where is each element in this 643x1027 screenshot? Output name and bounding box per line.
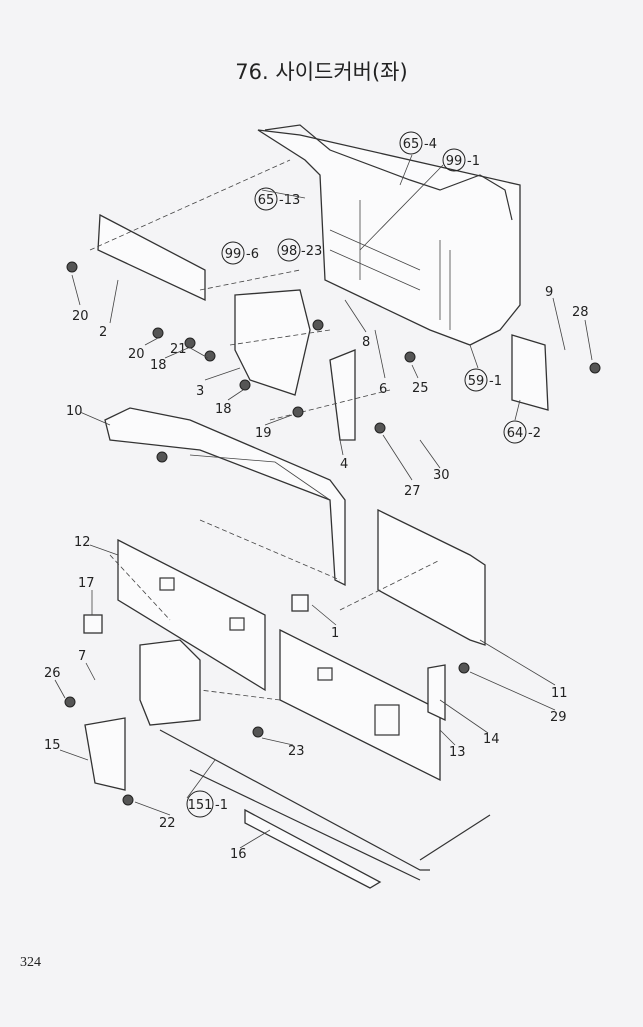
svg-text:-13: -13 bbox=[279, 193, 300, 208]
label: 13 bbox=[449, 745, 466, 760]
svg-text:59: 59 bbox=[468, 374, 485, 389]
callout-64-2: 64 -2 bbox=[503, 420, 541, 444]
page-number: 324 bbox=[20, 955, 41, 970]
svg-text:99: 99 bbox=[225, 247, 242, 262]
label: 19 bbox=[255, 426, 272, 441]
diagram-title: 76. 사이드커버(좌) bbox=[235, 60, 408, 84]
side-panel-12 bbox=[117, 538, 266, 692]
screw-icon bbox=[122, 794, 134, 806]
label: 8 bbox=[362, 335, 370, 350]
label: 17 bbox=[78, 576, 95, 591]
screw-icon bbox=[252, 726, 264, 738]
screw-icon bbox=[292, 406, 304, 418]
screw-icon bbox=[374, 422, 386, 434]
screw-icon bbox=[312, 319, 324, 331]
mount-block-151-1 bbox=[139, 639, 201, 726]
part-labels: 20 2 20 18 21 3 18 8 6 25 9 28 10 19 4 2… bbox=[44, 285, 589, 862]
svg-text:-6: -6 bbox=[246, 247, 259, 262]
screw-icon bbox=[152, 327, 164, 339]
label: 12 bbox=[74, 535, 91, 550]
svg-text:65: 65 bbox=[258, 193, 275, 208]
label: 7 bbox=[78, 649, 86, 664]
side-panel-11 bbox=[377, 508, 486, 646]
label: 14 bbox=[483, 732, 500, 747]
plate-15 bbox=[84, 717, 126, 791]
screw-icon bbox=[66, 261, 78, 273]
screw-icon bbox=[64, 696, 76, 708]
label: 20 bbox=[72, 309, 89, 324]
svg-text:64: 64 bbox=[507, 426, 524, 441]
screw-icon bbox=[404, 351, 416, 363]
callout-98-23: 98-23 bbox=[277, 238, 322, 262]
label: 29 bbox=[550, 710, 567, 725]
screw-icon bbox=[156, 451, 168, 463]
cover-plate-2 bbox=[97, 213, 206, 302]
callout-65-13: 65 -13 bbox=[254, 187, 300, 211]
svg-text:99: 99 bbox=[446, 154, 463, 169]
bracket-3 bbox=[234, 289, 311, 396]
label: 30 bbox=[433, 468, 450, 483]
label: 20 bbox=[128, 347, 145, 362]
svg-text:-1: -1 bbox=[215, 798, 228, 813]
label: 18 bbox=[150, 358, 167, 373]
svg-text:-23: -23 bbox=[301, 244, 322, 259]
svg-text:98: 98 bbox=[281, 244, 298, 259]
label: 9 bbox=[545, 285, 553, 300]
label: 10 bbox=[66, 404, 83, 419]
label: 18 bbox=[215, 402, 232, 417]
label: 2 bbox=[99, 325, 107, 340]
label: 23 bbox=[288, 744, 305, 759]
label: 11 bbox=[551, 686, 568, 701]
svg-text:-1: -1 bbox=[489, 374, 502, 389]
callout-151-1: 151-1 bbox=[186, 790, 228, 818]
svg-text:-2: -2 bbox=[528, 426, 541, 441]
svg-text:65: 65 bbox=[403, 137, 420, 152]
label: 16 bbox=[230, 847, 247, 862]
nut-icon bbox=[458, 662, 470, 674]
screw-icon bbox=[204, 350, 216, 362]
label: 27 bbox=[404, 484, 421, 499]
svg-text:151: 151 bbox=[188, 798, 213, 813]
side-cover-10 bbox=[104, 407, 346, 587]
screw-icons bbox=[64, 261, 601, 806]
svg-text:-1: -1 bbox=[467, 154, 480, 169]
label: 3 bbox=[196, 384, 204, 399]
svg-text:-4: -4 bbox=[424, 137, 437, 152]
bar-16 bbox=[244, 808, 382, 889]
callout-65-4: 65 -4 bbox=[399, 131, 437, 155]
label: 6 bbox=[379, 382, 387, 397]
plate-64-2 bbox=[511, 334, 549, 411]
label: 21 bbox=[170, 342, 187, 357]
callout-99-6: 99 -6 bbox=[221, 241, 259, 265]
screw-icon bbox=[589, 362, 601, 374]
bracket-4 bbox=[329, 349, 356, 441]
label: 25 bbox=[412, 381, 429, 396]
label: 22 bbox=[159, 816, 176, 831]
label: 26 bbox=[44, 666, 61, 681]
bracket-14 bbox=[427, 664, 446, 722]
clip-1 bbox=[291, 594, 309, 612]
callout-99-1: 99 -1 bbox=[442, 148, 480, 172]
label: 15 bbox=[44, 738, 61, 753]
callout-59-1: 59 -1 bbox=[464, 368, 502, 392]
clip-17 bbox=[83, 614, 103, 634]
screw-icon bbox=[239, 379, 251, 391]
label: 1 bbox=[331, 626, 339, 641]
label: 4 bbox=[340, 457, 348, 472]
label: 28 bbox=[572, 305, 589, 320]
